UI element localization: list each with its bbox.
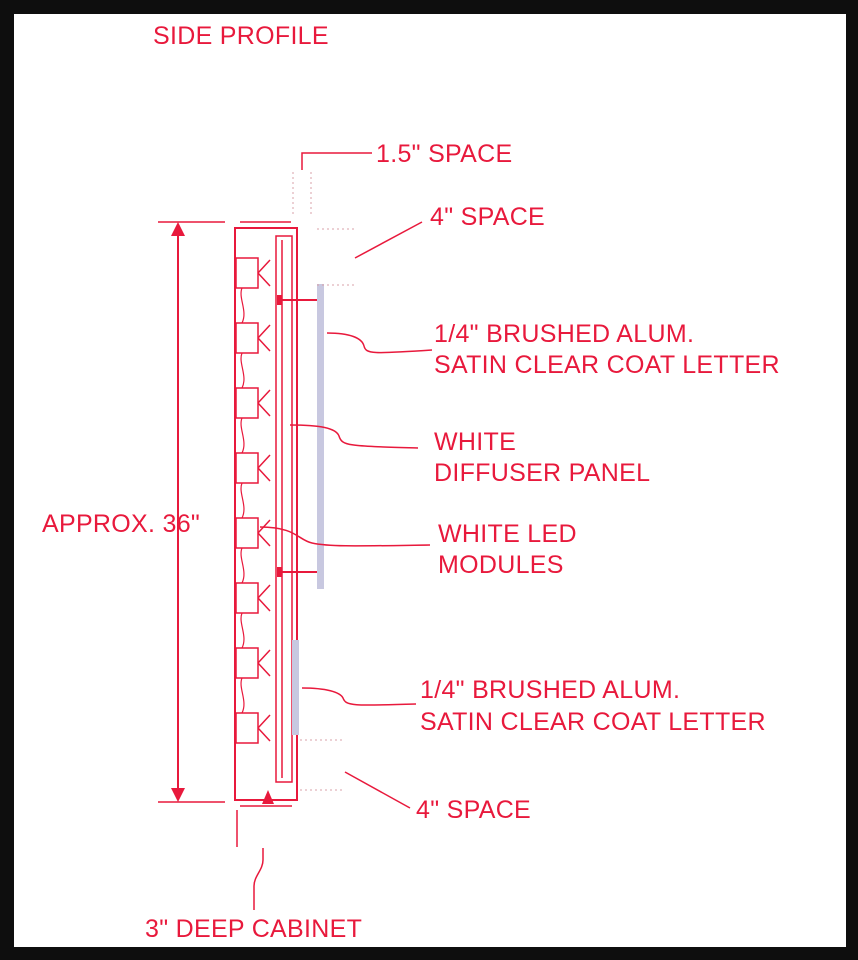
led-module — [235, 517, 271, 584]
height-dimension — [158, 221, 274, 804]
paper-background — [14, 14, 846, 947]
upper-standoff-top-cap — [277, 295, 282, 305]
led-module — [235, 647, 271, 714]
label-lower-space: 4" SPACE — [416, 796, 531, 824]
label-diffuser-2: DIFFUSER PANEL — [434, 459, 650, 487]
led-module — [235, 452, 271, 519]
label-letter-bottom-2: SATIN CLEAR COAT LETTER — [420, 708, 766, 736]
label-diffuser-1: WHITE — [434, 428, 516, 456]
label-led-1: WHITE LED — [438, 520, 577, 548]
title: SIDE PROFILE — [153, 22, 329, 50]
leader-lines — [236, 152, 433, 910]
label-height: APPROX. 36" — [42, 510, 200, 538]
label-upper-space: 4" SPACE — [430, 203, 545, 231]
label-letter-bottom-1: 1/4" BRUSHED ALUM. — [420, 676, 680, 704]
led-module — [235, 387, 271, 454]
led-module — [235, 712, 271, 744]
led-module — [235, 582, 271, 649]
upper-standoff-bottom-cap — [277, 567, 282, 577]
led-module — [235, 322, 271, 389]
label-cabinet: 3" DEEP CABINET — [145, 915, 362, 943]
label-letter-top-2: SATIN CLEAR COAT LETTER — [434, 351, 780, 379]
space-indicators — [292, 172, 356, 791]
led-modules — [235, 257, 271, 744]
label-letter-top-1: 1/4" BRUSHED ALUM. — [434, 320, 694, 348]
label-top-space: 1.5" SPACE — [376, 140, 512, 168]
label-led-2: MODULES — [438, 551, 564, 579]
lower-letter-panel — [292, 640, 299, 735]
led-module — [235, 257, 271, 324]
upper-letter-panel — [317, 284, 324, 589]
